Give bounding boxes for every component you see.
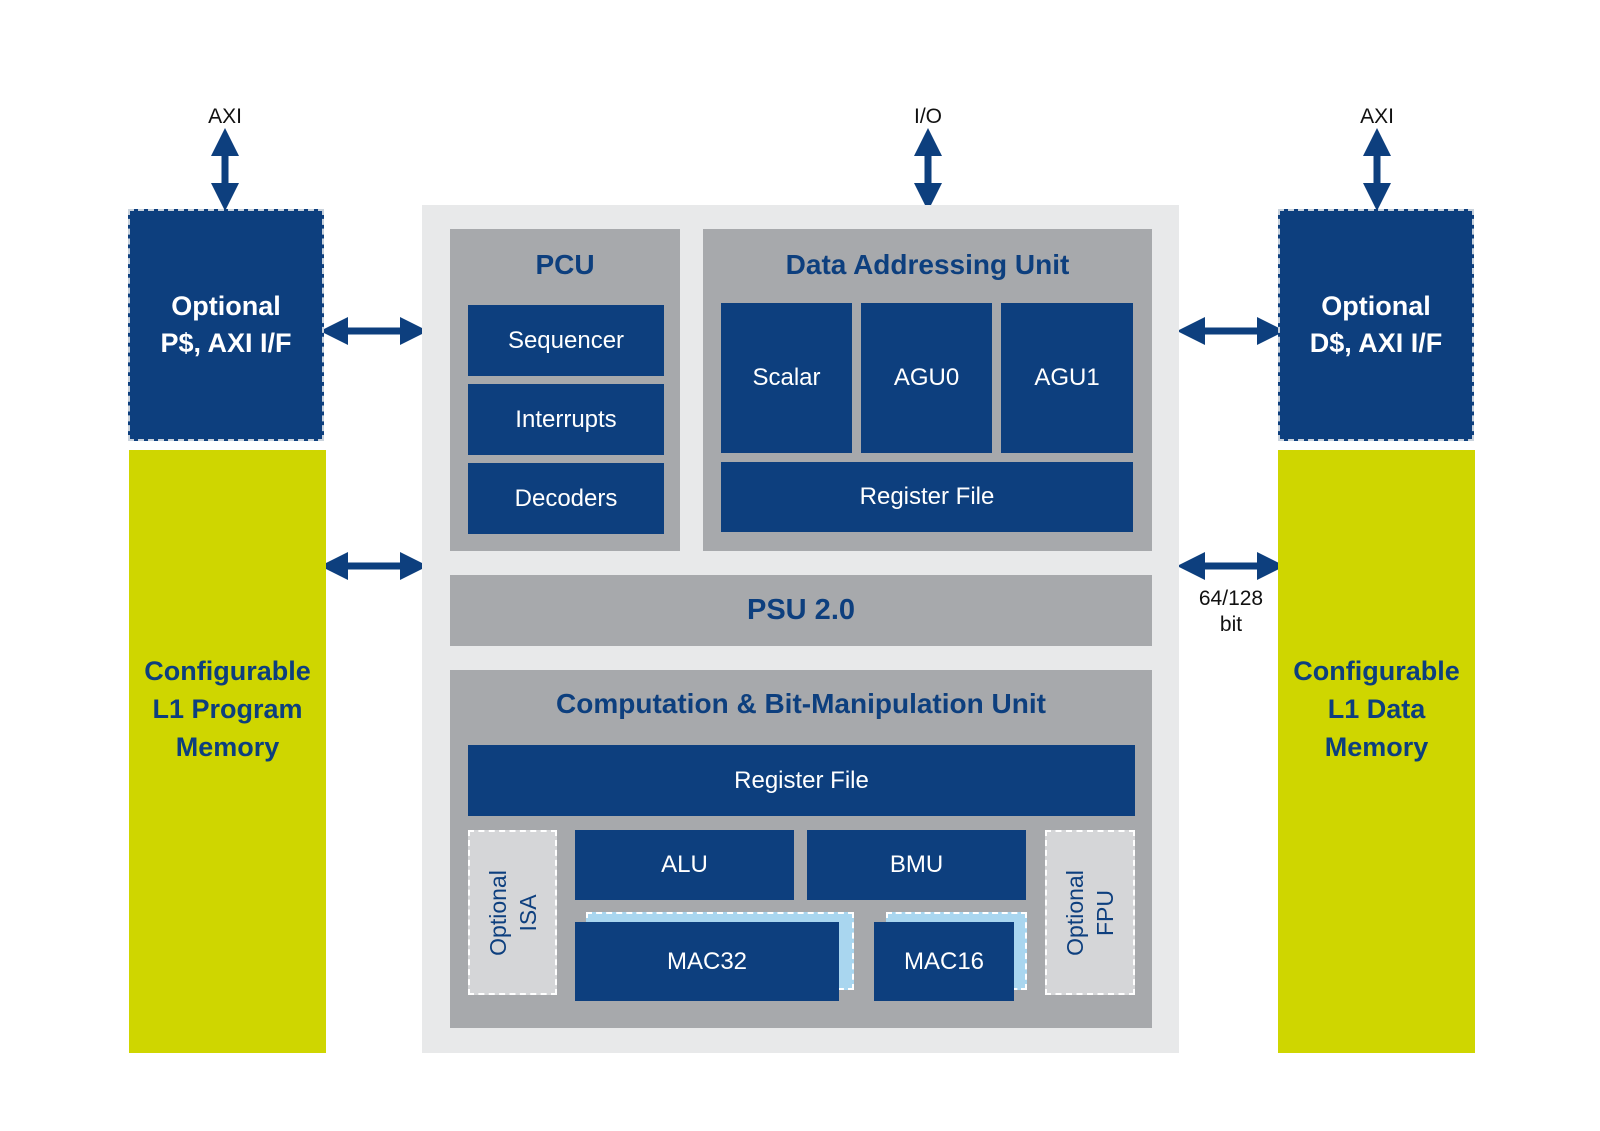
optional-fpu-label: Optional FPU — [1060, 870, 1120, 956]
mac32-block: MAC32 — [575, 922, 839, 1001]
data-width-label: 64/128 bit — [1198, 587, 1264, 636]
data-cache-line1: Optional — [1321, 291, 1431, 321]
optional-fpu-line2: FPU — [1091, 889, 1118, 936]
mac16-block: MAC16 — [874, 922, 1014, 1001]
agu0-block: AGU0 — [861, 303, 992, 453]
pcu-title: PCU — [535, 249, 595, 280]
scalar-block: Scalar — [721, 303, 852, 453]
optional-program-cache: Optional P$, AXI I/F — [128, 209, 324, 441]
computation-bit-manipulation-unit: Computation & Bit-Manipulation Unit Regi… — [450, 670, 1152, 1028]
optional-isa-label: Optional ISA — [483, 870, 543, 956]
program-memory-line2: L1 Program — [152, 694, 303, 724]
agu1-block: AGU1 — [1001, 303, 1133, 453]
cbmu-register-file: Register File — [468, 745, 1135, 816]
data-memory-line3: Memory — [1324, 732, 1429, 762]
data-memory-line1: Configurable — [1293, 656, 1460, 686]
sequencer-block: Sequencer — [468, 305, 664, 376]
program-memory-line1: Configurable — [144, 656, 311, 686]
data-cache-line2: D$, AXI I/F — [1309, 328, 1443, 358]
pcu-block: PCU Sequencer Interrupts Decoders — [450, 229, 680, 551]
optional-data-cache: Optional D$, AXI I/F — [1278, 209, 1474, 441]
cbmu-title: Computation & Bit-Manipulation Unit — [556, 688, 1046, 719]
right-axi-label: AXI — [1360, 105, 1394, 128]
optional-isa-line2: ISA — [514, 893, 541, 932]
io-label: I/O — [913, 105, 942, 128]
program-memory-line3: Memory — [175, 732, 280, 762]
alu-block: ALU — [575, 830, 794, 900]
bmu-block: BMU — [807, 830, 1026, 900]
data-addressing-unit: Data Addressing Unit Scalar AGU0 AGU1 Re… — [703, 229, 1152, 551]
psu-block: PSU 2.0 — [450, 575, 1152, 646]
data-memory-line2: L1 Data — [1327, 694, 1426, 724]
dau-title: Data Addressing Unit — [785, 249, 1070, 280]
program-cache-line2: P$, AXI I/F — [160, 328, 292, 358]
program-cache-line1: Optional — [171, 291, 281, 321]
optional-isa-line1: Optional — [484, 869, 511, 956]
optional-isa-block: Optional ISA — [468, 830, 557, 995]
interrupts-block: Interrupts — [468, 384, 664, 455]
l1-data-memory: Configurable L1 Data Memory — [1278, 450, 1475, 1053]
left-axi-label: AXI — [208, 105, 242, 128]
dau-register-file: Register File — [721, 462, 1133, 532]
decoders-block: Decoders — [468, 463, 664, 534]
l1-program-memory: Configurable L1 Program Memory — [129, 450, 326, 1053]
optional-fpu-line1: Optional — [1061, 869, 1088, 956]
optional-fpu-block: Optional FPU — [1045, 830, 1135, 995]
